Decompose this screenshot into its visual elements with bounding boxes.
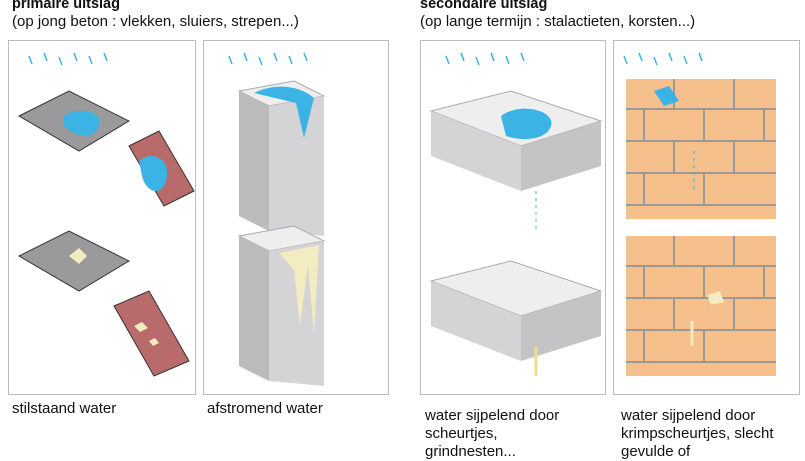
standing-water-illustration <box>17 52 195 377</box>
panel-running-water <box>203 40 389 395</box>
panel-standing-water <box>8 40 196 395</box>
secondary-heading: secondaire uitslag (op lange termijn : s… <box>420 0 696 30</box>
rain-icon <box>445 52 525 66</box>
seeping-cracks-illustration <box>429 52 603 376</box>
primary-heading: primaire uitslag (op jong beton : vlekke… <box>12 0 299 30</box>
caption-standing-water: stilstaand water <box>12 400 117 417</box>
panel-seeping-shrinkage-cracks <box>613 40 800 395</box>
panel-seeping-cracks <box>420 40 606 395</box>
caption-running-water: afstromend water <box>207 400 323 417</box>
rain-icon <box>228 52 308 66</box>
brick-wall-illustration <box>623 52 776 376</box>
running-water-illustration <box>228 52 326 386</box>
rain-icon <box>623 52 703 66</box>
rain-icon <box>28 52 108 66</box>
